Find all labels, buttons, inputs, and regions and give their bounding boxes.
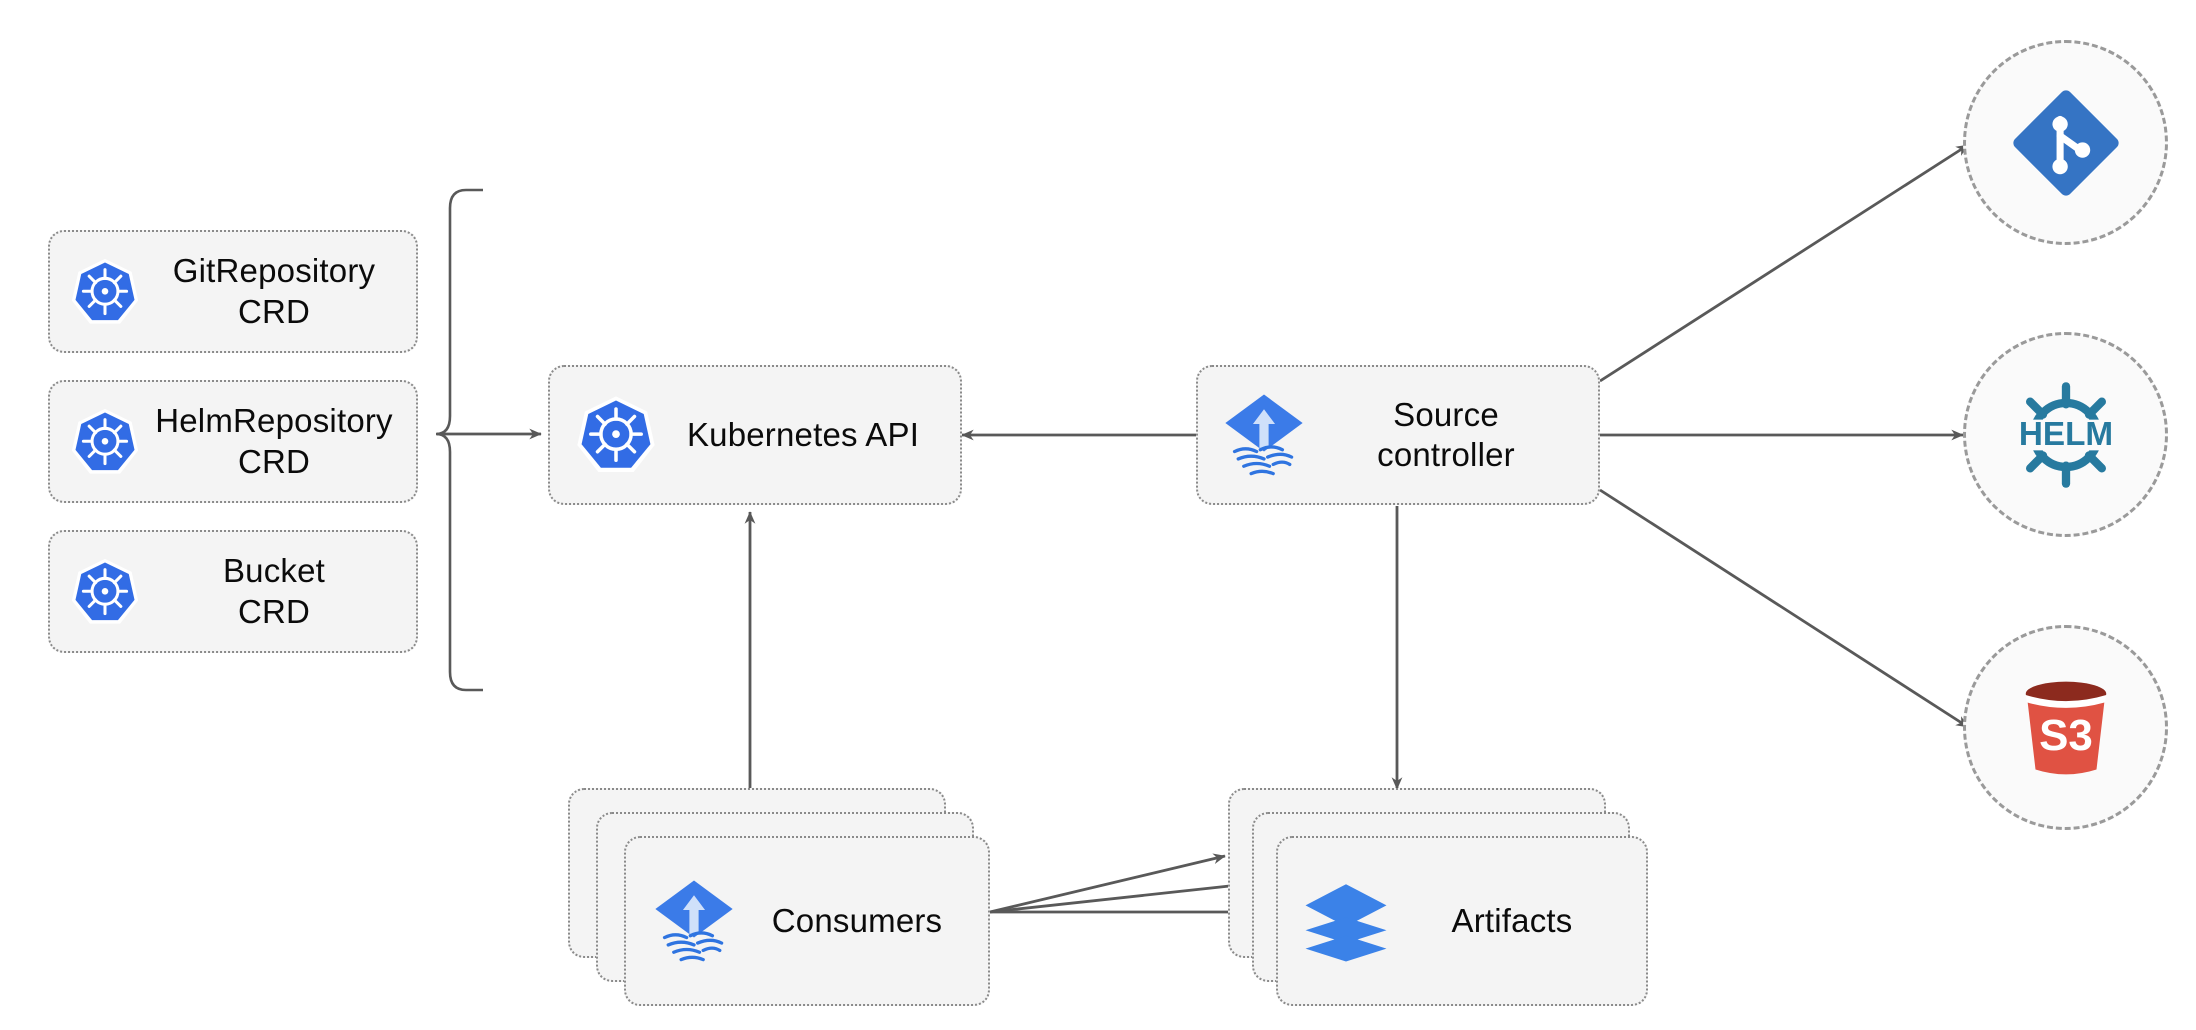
s3-bucket-icon: S3: [2025, 681, 2106, 774]
crd-group-bracket: [435, 188, 483, 692]
helm-icon: HELM: [2011, 381, 2120, 488]
kubernetes-icon: [64, 556, 146, 628]
bucket-crd[interactable]: Bucket CRD: [48, 530, 418, 653]
helmrepository-crd[interactable]: HelmRepository CRD: [48, 380, 418, 503]
kubernetes-icon: [64, 256, 146, 328]
kubernetes-api-label: Kubernetes API: [686, 415, 920, 453]
s3-label: S3: [2039, 710, 2093, 759]
source-controller-node[interactable]: Source controller: [1196, 365, 1600, 505]
edge-consumers-to-artifacts-1: [989, 853, 1226, 914]
gitrepository-crd-label: GitRepository CRD: [172, 252, 376, 330]
helm-target[interactable]: HELM: [1963, 332, 2168, 537]
gitrepository-crd[interactable]: GitRepository CRD: [48, 230, 418, 353]
kubernetes-icon: [64, 406, 146, 478]
git-target[interactable]: [1963, 40, 2168, 245]
bucket-crd-label: Bucket CRD: [222, 552, 326, 630]
helm-label: HELM: [2018, 416, 2112, 453]
kubernetes-api-node[interactable]: Kubernetes API: [548, 365, 962, 505]
consumers-label: Consumers: [771, 901, 943, 939]
consumers-node[interactable]: Consumers: [624, 836, 990, 1006]
artifacts-label: Artifacts: [1451, 901, 1573, 939]
layers-icon: [1296, 875, 1396, 967]
s3-target[interactable]: S3: [1963, 625, 2168, 830]
artifacts-node[interactable]: Artifacts: [1276, 836, 1648, 1006]
source-controller-label: Source controller: [1377, 395, 1515, 473]
git-icon: [2012, 89, 2119, 196]
kubernetes-icon: [568, 393, 664, 477]
flux-icon: [1216, 389, 1312, 481]
edge-source-controller-to-s3: [1599, 488, 1969, 729]
helmrepository-crd-label: HelmRepository CRD: [155, 402, 393, 480]
edge-source-controller-to-git: [1599, 143, 1969, 383]
edge-consumers-to-artifacts-2: [989, 879, 1249, 914]
flux-icon: [644, 875, 744, 967]
